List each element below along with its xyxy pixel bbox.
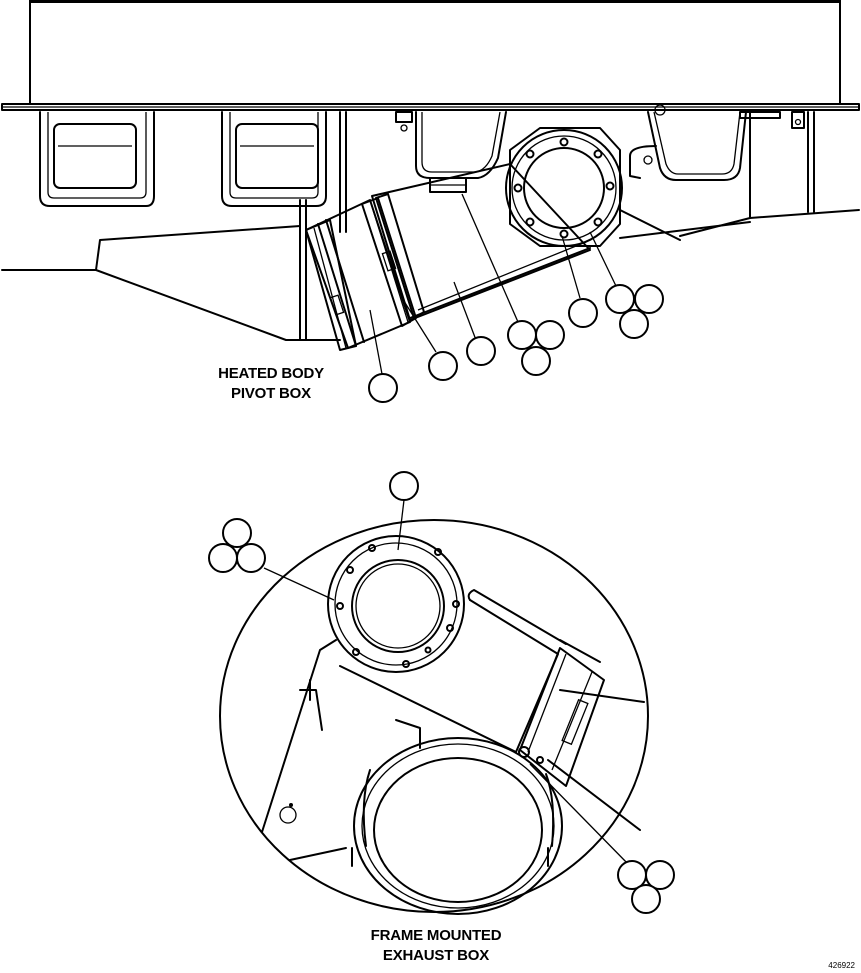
callout-bubble [568, 298, 598, 328]
callout-bubble [368, 373, 398, 403]
callout-bubble [507, 320, 537, 350]
heated-body-pivot-box-label: HEATED BODY PIVOT BOX [196, 364, 346, 404]
callout-bubble [645, 860, 675, 890]
tank-bracket-right [629, 104, 747, 181]
callout-bubble [389, 471, 419, 501]
callout-bubble [634, 284, 664, 314]
frame-mounted-line1: FRAME MOUNTED [370, 927, 502, 944]
tank-bracket-center [415, 111, 507, 193]
exhaust-pipe [305, 163, 591, 351]
pivot-box-panel [1, 199, 341, 341]
side-step-left [39, 111, 155, 207]
callout-bubble [631, 884, 661, 914]
callout-bubble [605, 284, 635, 314]
exhaust-box-top [505, 127, 681, 247]
side-step-right [221, 111, 327, 207]
callout-bubbles-detail [208, 471, 675, 914]
figure-id: 426922 [828, 961, 855, 970]
callout-bubble [208, 543, 238, 573]
heated-body-line2: PIVOT BOX [231, 385, 311, 402]
heated-body-line1: HEATED BODY [218, 365, 324, 382]
callout-bubble [466, 336, 496, 366]
detail-view [219, 499, 649, 915]
frame-mounted-exhaust-box-label: FRAME MOUNTED EXHAUST BOX [346, 926, 526, 966]
callout-bubble [428, 351, 458, 381]
callout-bubble [535, 320, 565, 350]
callout-bubbles-top [368, 284, 664, 403]
callout-bubble [521, 346, 551, 376]
frame-mounted-line2: EXHAUST BOX [382, 947, 490, 964]
truck-body [1, 0, 860, 111]
leader-lines-top [369, 193, 617, 375]
callout-bubble [236, 543, 266, 573]
callout-bubble [619, 309, 649, 339]
callout-bubble [222, 518, 252, 548]
